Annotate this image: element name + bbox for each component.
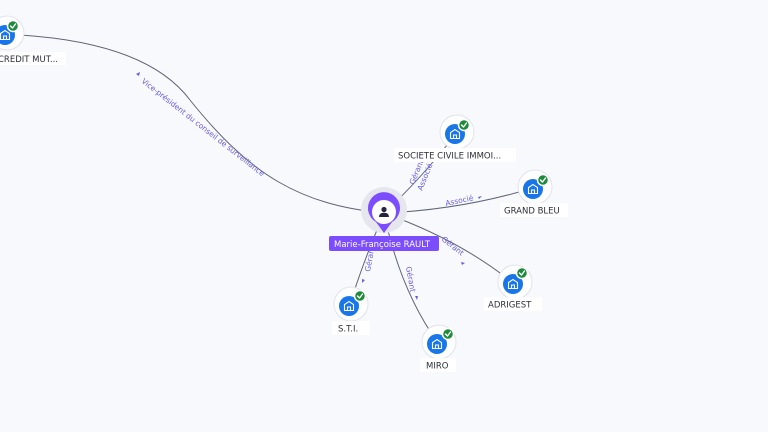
arrow-credit-mutuel — [136, 72, 140, 76]
company-label: MIRO — [426, 362, 449, 372]
company-node-credit-mutuel[interactable]: CREDIT MUT... — [0, 15, 66, 65]
verified-check-icon — [457, 118, 471, 132]
company-node-grand-bleu[interactable]: GRAND BLEU — [500, 169, 568, 217]
edge-labels: Vice-président du conseil de surveillanc… — [140, 76, 475, 292]
relation-label-credit-mutuel: Vice-président du conseil de surveillanc… — [140, 76, 267, 178]
verified-check-icon — [353, 289, 367, 303]
person-icon — [379, 206, 389, 217]
company-label: SOCIETE CIVILE IMMOI... — [398, 152, 501, 162]
relation-label-miro: Gérant — [404, 266, 417, 293]
company-label: CREDIT MUT... — [0, 55, 58, 65]
arrow-miro — [415, 296, 418, 300]
person-name-label: Marie-Françoise RAULT — [334, 240, 431, 250]
verified-check-icon — [536, 173, 550, 187]
edge-credit-mutuel — [19, 34, 385, 214]
company-node-sci[interactable]: SOCIETE CIVILE IMMOI... — [394, 114, 516, 162]
company-label: S.T.I. — [338, 325, 358, 335]
company-node-sti[interactable]: S.T.I. — [332, 286, 370, 335]
edge-arrows — [136, 72, 482, 300]
company-node-adrigest[interactable]: ADRIGEST — [484, 264, 542, 311]
relation-label-grand-bleu: Associé — [445, 193, 475, 208]
verified-check-icon — [441, 327, 455, 341]
company-label: GRAND BLEU — [504, 207, 560, 217]
edges — [19, 34, 534, 344]
relation-label-sti: Gérant — [363, 245, 376, 272]
arrow-grand-bleu — [478, 196, 482, 199]
verified-check-icon — [6, 19, 20, 33]
arrow-adrigest — [461, 262, 465, 265]
relation-label-adrigest: Gérant — [440, 234, 466, 257]
arrow-sti — [362, 279, 365, 283]
company-label: ADRIGEST — [488, 301, 532, 311]
verified-check-icon — [515, 266, 529, 280]
company-node-miro[interactable]: MIRO — [420, 324, 457, 372]
person-node[interactable]: Marie-Françoise RAULT — [329, 187, 439, 251]
